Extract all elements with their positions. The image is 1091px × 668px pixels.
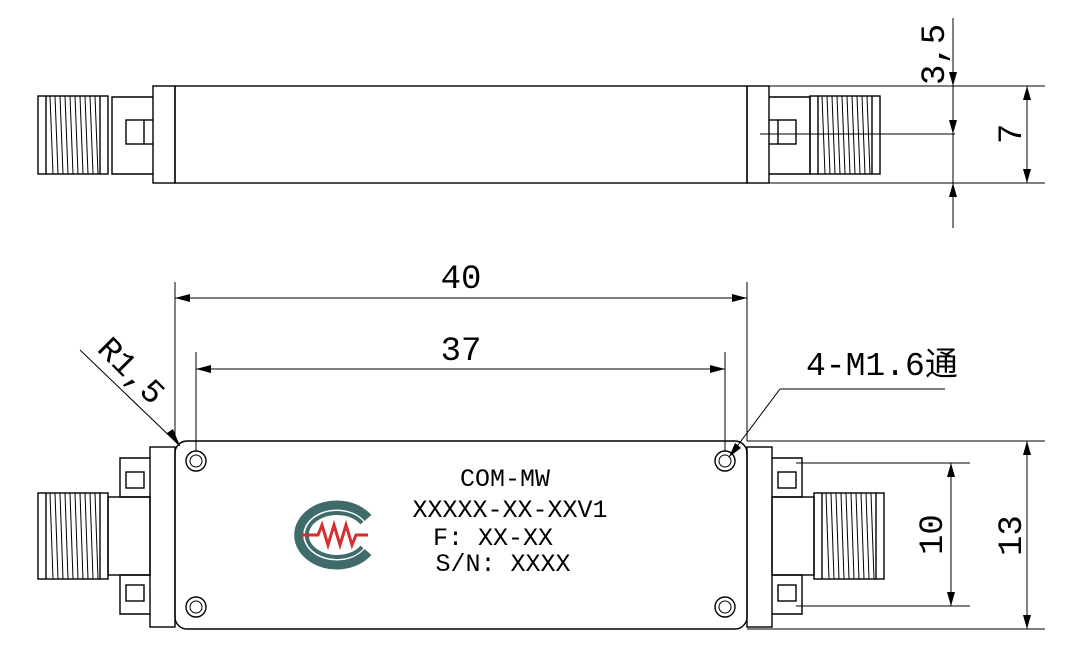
dim-thickness: 7 xyxy=(965,85,1045,183)
dim-hole-spacing-x-label: 37 xyxy=(441,333,482,371)
thread-line xyxy=(94,95,99,175)
label-line-3: F: XX-XX xyxy=(433,524,553,553)
plan-view-right-thread xyxy=(825,492,875,580)
thread-line xyxy=(851,95,856,175)
dim-corner-radius-label: R1,5 xyxy=(89,331,171,413)
thread-line xyxy=(89,95,94,175)
thread-line xyxy=(59,95,64,175)
mounting-hole xyxy=(714,596,736,618)
side-view-left-connector xyxy=(37,85,176,184)
dim-thread-holes: 4-M1.6通 xyxy=(728,347,958,458)
label-line-1: COM-MW xyxy=(460,465,550,494)
dim-hole-spacing-y-label: 10 xyxy=(915,514,953,555)
thread-line xyxy=(845,492,850,580)
dim-length-total-label: 40 xyxy=(441,261,482,299)
thread-line xyxy=(841,95,846,175)
label-line-4: S/N: XXXX xyxy=(435,550,570,579)
thread-line xyxy=(860,492,865,580)
thread-line xyxy=(59,492,64,580)
thread-line xyxy=(84,95,89,175)
side-view-right-thread xyxy=(821,95,871,175)
thread-line xyxy=(84,492,89,580)
plan-view: 40 37 R1,5 4-M1.6通 xyxy=(37,261,1045,630)
plan-view-left-connector xyxy=(37,446,176,628)
dim-hole-spacing-y: 10 xyxy=(796,462,970,607)
thread-line xyxy=(79,95,84,175)
dim-hole-spacing-x: 37 xyxy=(195,333,726,451)
side-view-left-thread xyxy=(49,95,99,175)
thread-line xyxy=(69,95,74,175)
mounting-hole xyxy=(185,450,207,472)
thread-line xyxy=(850,492,855,580)
thread-line xyxy=(831,95,836,175)
dim-thread-holes-label: 4-M1.6通 xyxy=(806,347,958,385)
thread-line xyxy=(855,492,860,580)
thread-line xyxy=(866,95,871,175)
dim-height-top: 3,5 xyxy=(769,18,1045,228)
dim-width-total: 13 xyxy=(747,440,1045,630)
thread-line xyxy=(54,95,59,175)
thread-line xyxy=(94,492,99,580)
company-logo xyxy=(294,500,372,570)
thread-line xyxy=(821,95,826,175)
thread-line xyxy=(74,95,79,175)
thread-line xyxy=(846,95,851,175)
thread-line xyxy=(64,492,69,580)
thread-line xyxy=(79,492,84,580)
thread-line xyxy=(49,95,54,175)
thread-line xyxy=(54,492,59,580)
thread-line xyxy=(870,492,875,580)
thread-line xyxy=(856,95,861,175)
thread-line xyxy=(825,492,830,580)
dim-width-total-label: 13 xyxy=(994,515,1032,556)
thread-line xyxy=(49,492,54,580)
side-view-right-connector xyxy=(746,85,881,184)
thread-line xyxy=(836,95,841,175)
thread-line xyxy=(69,492,74,580)
side-view-body xyxy=(174,85,748,184)
plan-view-left-thread xyxy=(49,492,99,580)
thread-line xyxy=(865,492,870,580)
thread-line xyxy=(74,492,79,580)
dim-thickness-label: 7 xyxy=(994,124,1032,144)
dim-length-total: 40 xyxy=(174,261,748,441)
thread-line xyxy=(835,492,840,580)
thread-line xyxy=(830,492,835,580)
label-line-2: XXXXX-XX-XXV1 xyxy=(412,496,607,525)
plan-view-right-connector xyxy=(746,446,885,628)
mounting-hole xyxy=(185,596,207,618)
side-view: 3,5 7 xyxy=(37,18,1045,228)
thread-line xyxy=(89,492,94,580)
thread-line xyxy=(64,95,69,175)
thread-line xyxy=(826,95,831,175)
thread-line xyxy=(861,95,866,175)
dim-height-top-label: 3,5 xyxy=(917,24,955,85)
thread-line xyxy=(840,492,845,580)
dim-corner-radius: R1,5 xyxy=(79,331,181,447)
